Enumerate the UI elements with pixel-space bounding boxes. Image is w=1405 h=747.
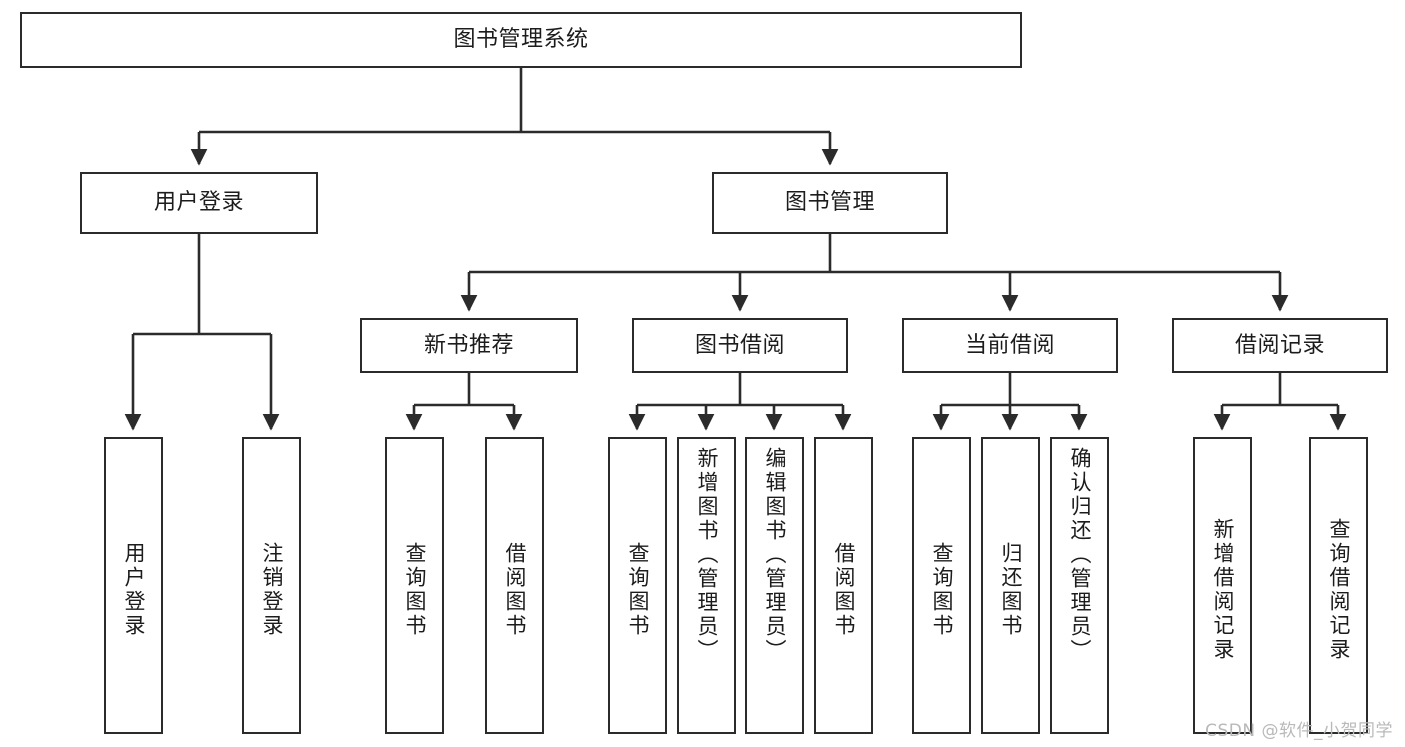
leaf-book-borrow-add-book-admin[interactable]: 新增图书（管理员） xyxy=(677,437,736,734)
node-label: 当前借阅 xyxy=(964,332,1055,358)
node-borrow-record[interactable]: 借阅记录 xyxy=(1172,318,1388,373)
leaf-new-book-query-book[interactable]: 查询图书 xyxy=(385,437,444,734)
leaf-borrow-record-add-record[interactable]: 新增借阅记录 xyxy=(1193,437,1252,734)
node-book-management[interactable]: 图书管理 xyxy=(712,172,948,234)
node-user-login[interactable]: 用户登录 xyxy=(80,172,318,234)
leaf-new-book-borrow-book[interactable]: 借阅图书 xyxy=(485,437,544,734)
node-label: 新增借阅记录 xyxy=(1211,517,1235,662)
node-label: 查询借阅记录 xyxy=(1327,517,1351,662)
csdn-watermark: CSDN @软件_小贺同学 xyxy=(1205,721,1393,741)
node-label: 归还图书 xyxy=(999,541,1023,638)
node-new-book-recommend[interactable]: 新书推荐 xyxy=(360,318,578,373)
node-label: 借阅图书 xyxy=(503,541,527,638)
node-label: 用户登录 xyxy=(122,541,146,638)
node-book-borrow[interactable]: 图书借阅 xyxy=(632,318,848,373)
leaf-current-borrow-query-book[interactable]: 查询图书 xyxy=(912,437,971,734)
node-label: 查询图书 xyxy=(626,541,650,638)
node-label: 注销登录 xyxy=(260,541,284,638)
node-current-borrow[interactable]: 当前借阅 xyxy=(902,318,1118,373)
node-label: 图书管理系统 xyxy=(453,27,589,53)
leaf-user-login-logout[interactable]: 注销登录 xyxy=(242,437,301,734)
leaf-book-borrow-query-book[interactable]: 查询图书 xyxy=(608,437,667,734)
leaf-book-borrow-edit-book-admin[interactable]: 编辑图书（管理员） xyxy=(745,437,804,734)
node-label: 查询图书 xyxy=(403,541,427,638)
node-label: 图书管理 xyxy=(784,190,875,216)
leaf-current-borrow-confirm-return-admin[interactable]: 确认归还（管理员） xyxy=(1050,437,1109,734)
node-label: 借阅图书 xyxy=(832,541,856,638)
node-label: 图书借阅 xyxy=(694,332,785,358)
node-label: 借阅记录 xyxy=(1234,332,1325,358)
leaf-user-login-login[interactable]: 用户登录 xyxy=(104,437,163,734)
leaf-borrow-record-query-record[interactable]: 查询借阅记录 xyxy=(1309,437,1368,734)
node-label: 确认归还（管理员） xyxy=(1068,447,1092,663)
node-label: 编辑图书（管理员） xyxy=(763,447,787,663)
node-label: 查询图书 xyxy=(930,541,954,638)
node-label: 用户登录 xyxy=(153,190,244,216)
leaf-book-borrow-borrow-book[interactable]: 借阅图书 xyxy=(814,437,873,734)
node-root-book-management-system[interactable]: 图书管理系统 xyxy=(20,12,1022,68)
node-label: 新增图书（管理员） xyxy=(695,447,719,663)
leaf-current-borrow-return-book[interactable]: 归还图书 xyxy=(981,437,1040,734)
node-label: 新书推荐 xyxy=(423,332,514,358)
